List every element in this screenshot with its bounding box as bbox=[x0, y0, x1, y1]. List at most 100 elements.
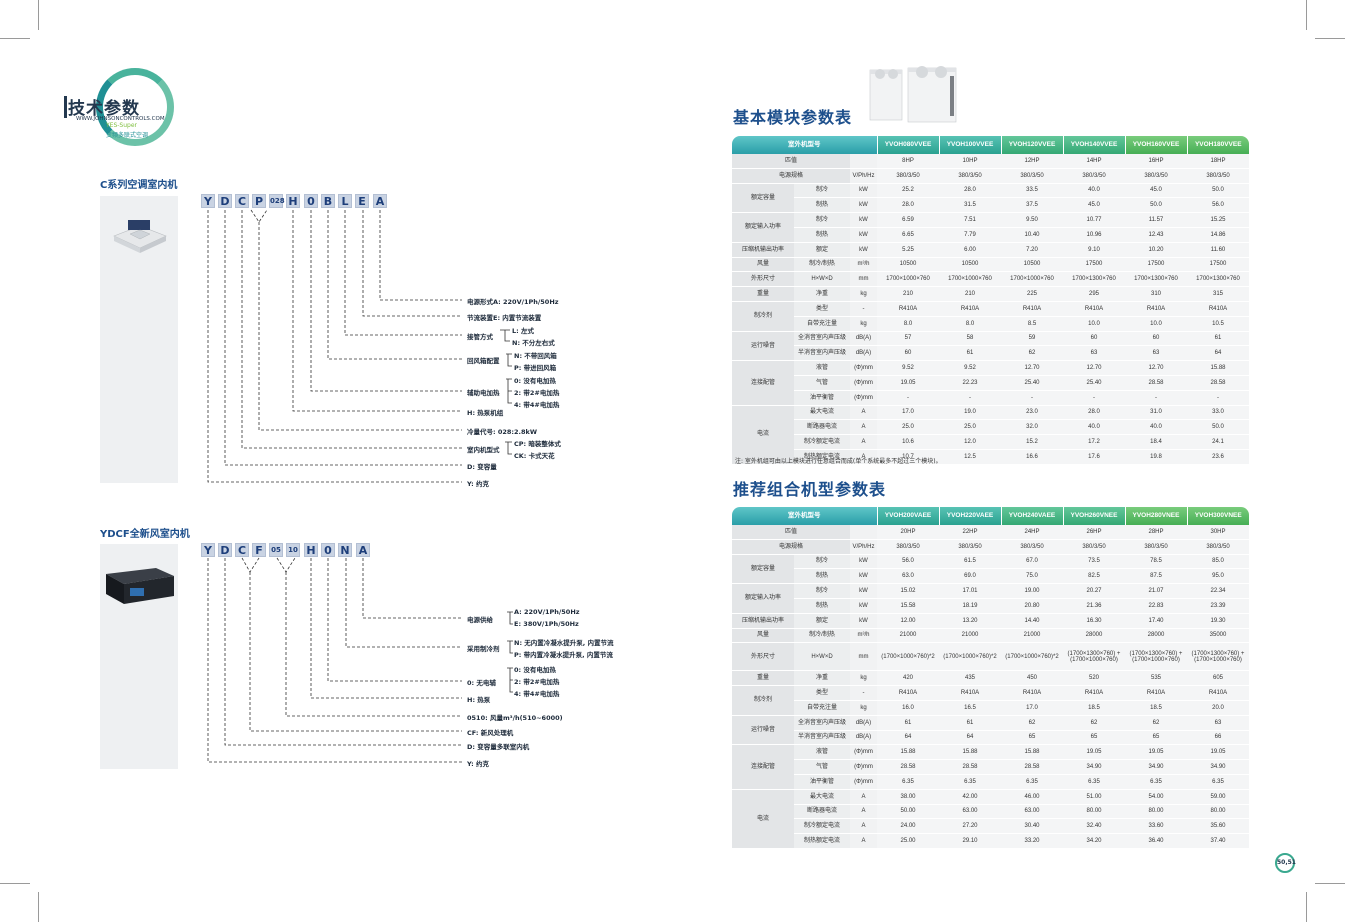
value-cell: 6.35 bbox=[1187, 774, 1249, 790]
row-unit: dB(A) bbox=[850, 730, 877, 746]
value-cell: 50.0 bbox=[1187, 419, 1249, 436]
value-cell: 19.05 bbox=[1063, 744, 1125, 761]
value-cell: R410A bbox=[939, 301, 1001, 317]
value-cell: 28.0 bbox=[939, 183, 1001, 199]
value-cell: 14.86 bbox=[1187, 227, 1249, 243]
value-cell: 37.5 bbox=[1001, 197, 1063, 214]
row-unit: A bbox=[850, 405, 877, 421]
row-sub-label: 液管 bbox=[794, 744, 850, 761]
value-cell: 10.5 bbox=[1187, 316, 1249, 332]
value-cell: 60 bbox=[1063, 331, 1125, 347]
value-cell: (1700×1300×760) + (1700×1000×760) bbox=[1063, 642, 1125, 672]
row-unit: (Φ)mm bbox=[850, 774, 877, 790]
value-cell: 45.0 bbox=[1125, 183, 1187, 199]
value-cell: 80.00 bbox=[1187, 804, 1249, 820]
value-cell: 8.5 bbox=[1001, 316, 1063, 332]
value-cell: 28.58 bbox=[1187, 375, 1249, 391]
row-group-label: 匹值 bbox=[732, 525, 850, 540]
value-cell: 29.10 bbox=[939, 833, 1001, 849]
code-label: Y: 约克 bbox=[467, 480, 490, 488]
value-cell: 18.5 bbox=[1125, 700, 1187, 716]
value-cell: 62 bbox=[1001, 345, 1063, 362]
row-group-label: 压缩机输出功率 bbox=[732, 242, 794, 258]
value-cell: 25.00 bbox=[877, 833, 939, 849]
value-cell: (1700×1000×760)*2 bbox=[939, 642, 1001, 672]
value-cell: 35000 bbox=[1187, 628, 1249, 644]
value-cell: 10.6 bbox=[877, 434, 939, 450]
value-cell: 25.40 bbox=[1001, 375, 1063, 391]
row-sub-label: 断路器电流 bbox=[794, 804, 850, 820]
value-cell: 61.5 bbox=[939, 554, 1001, 570]
code-label: 0: 没有电加热 bbox=[514, 666, 556, 674]
value-cell: 25.40 bbox=[1063, 375, 1125, 391]
value-cell: 57 bbox=[877, 331, 939, 347]
row-sub-label: 半消音室内声压级 bbox=[794, 345, 850, 362]
row-group-label: 风量 bbox=[732, 257, 794, 273]
value-cell: R410A bbox=[1187, 685, 1249, 701]
value-cell: 28000 bbox=[1125, 628, 1187, 644]
page-title: 技术参数 bbox=[68, 99, 140, 119]
code-label: CK: 卡式天花 bbox=[514, 452, 555, 460]
value-cell: 59.00 bbox=[1187, 789, 1249, 805]
code-char: E bbox=[355, 194, 369, 208]
value-cell: 9.50 bbox=[1001, 212, 1063, 228]
value-cell: R410A bbox=[1125, 685, 1187, 701]
row-group-label: 额定输入功率 bbox=[732, 583, 794, 614]
value-cell: 24.00 bbox=[877, 818, 939, 835]
value-cell: 61 bbox=[939, 345, 1001, 362]
value-cell: 10.20 bbox=[1125, 242, 1187, 258]
code-label: 节流装置E: 内置节流装置 bbox=[467, 314, 542, 322]
code-label: 电源供给 bbox=[467, 616, 493, 624]
value-cell: 11.57 bbox=[1125, 212, 1187, 228]
value-cell: 1700×1300×760 bbox=[1063, 271, 1125, 288]
value-cell: 435 bbox=[939, 670, 1001, 687]
value-cell: 27.20 bbox=[939, 818, 1001, 835]
value-cell: 28.58 bbox=[939, 759, 1001, 775]
row-unit: A bbox=[850, 789, 877, 805]
value-cell: 61 bbox=[939, 715, 1001, 731]
value-cell: 45.0 bbox=[1063, 197, 1125, 214]
header-cell: YVOH160VVEE bbox=[1124, 136, 1187, 154]
value-cell: 1700×1300×760 bbox=[1125, 271, 1187, 288]
value-cell: 40.0 bbox=[1063, 419, 1125, 436]
value-cell: 95.0 bbox=[1187, 568, 1249, 585]
code-label: H: 热泵 bbox=[467, 696, 491, 704]
value-cell: 380/3/50 bbox=[1001, 539, 1063, 555]
header-bar bbox=[64, 96, 67, 118]
value-cell: 295 bbox=[1063, 286, 1125, 302]
row-sub-label: 净重 bbox=[794, 286, 850, 302]
value-cell: 10.40 bbox=[1001, 227, 1063, 243]
value-cell: 380/3/50 bbox=[1063, 168, 1125, 184]
code-label: P: 带进回风箱 bbox=[514, 364, 557, 372]
value-cell: 18.5 bbox=[1063, 700, 1125, 716]
value-cell: 28000 bbox=[1063, 628, 1125, 644]
value-cell: 23.39 bbox=[1187, 598, 1249, 614]
row-sub-label: 额定 bbox=[794, 242, 850, 258]
row-unit bbox=[850, 154, 877, 169]
code-char: 10 bbox=[286, 543, 300, 557]
header-url: WWW.JOHNSONCONTROLS.COM bbox=[76, 116, 165, 122]
value-cell: 36.40 bbox=[1125, 833, 1187, 849]
value-cell: 535 bbox=[1125, 670, 1187, 687]
value-cell: 25.2 bbox=[877, 183, 939, 199]
value-cell: 28.58 bbox=[1001, 759, 1063, 775]
value-cell: 17.6 bbox=[1063, 449, 1125, 465]
code-label: CP: 暗装整体式 bbox=[514, 440, 561, 448]
value-cell: 60 bbox=[1125, 331, 1187, 347]
row-group-label: 额定输入功率 bbox=[732, 212, 794, 243]
value-cell: R410A bbox=[1063, 685, 1125, 701]
value-cell: 20.27 bbox=[1063, 583, 1125, 599]
row-unit: (Φ)mm bbox=[850, 744, 877, 761]
value-cell: 210 bbox=[877, 286, 939, 302]
value-cell: R410A bbox=[877, 301, 939, 317]
table1-title: 基本模块参数表 bbox=[733, 108, 853, 127]
code-label: 0: 没有电加热 bbox=[514, 377, 556, 385]
value-cell: 21.07 bbox=[1125, 583, 1187, 599]
